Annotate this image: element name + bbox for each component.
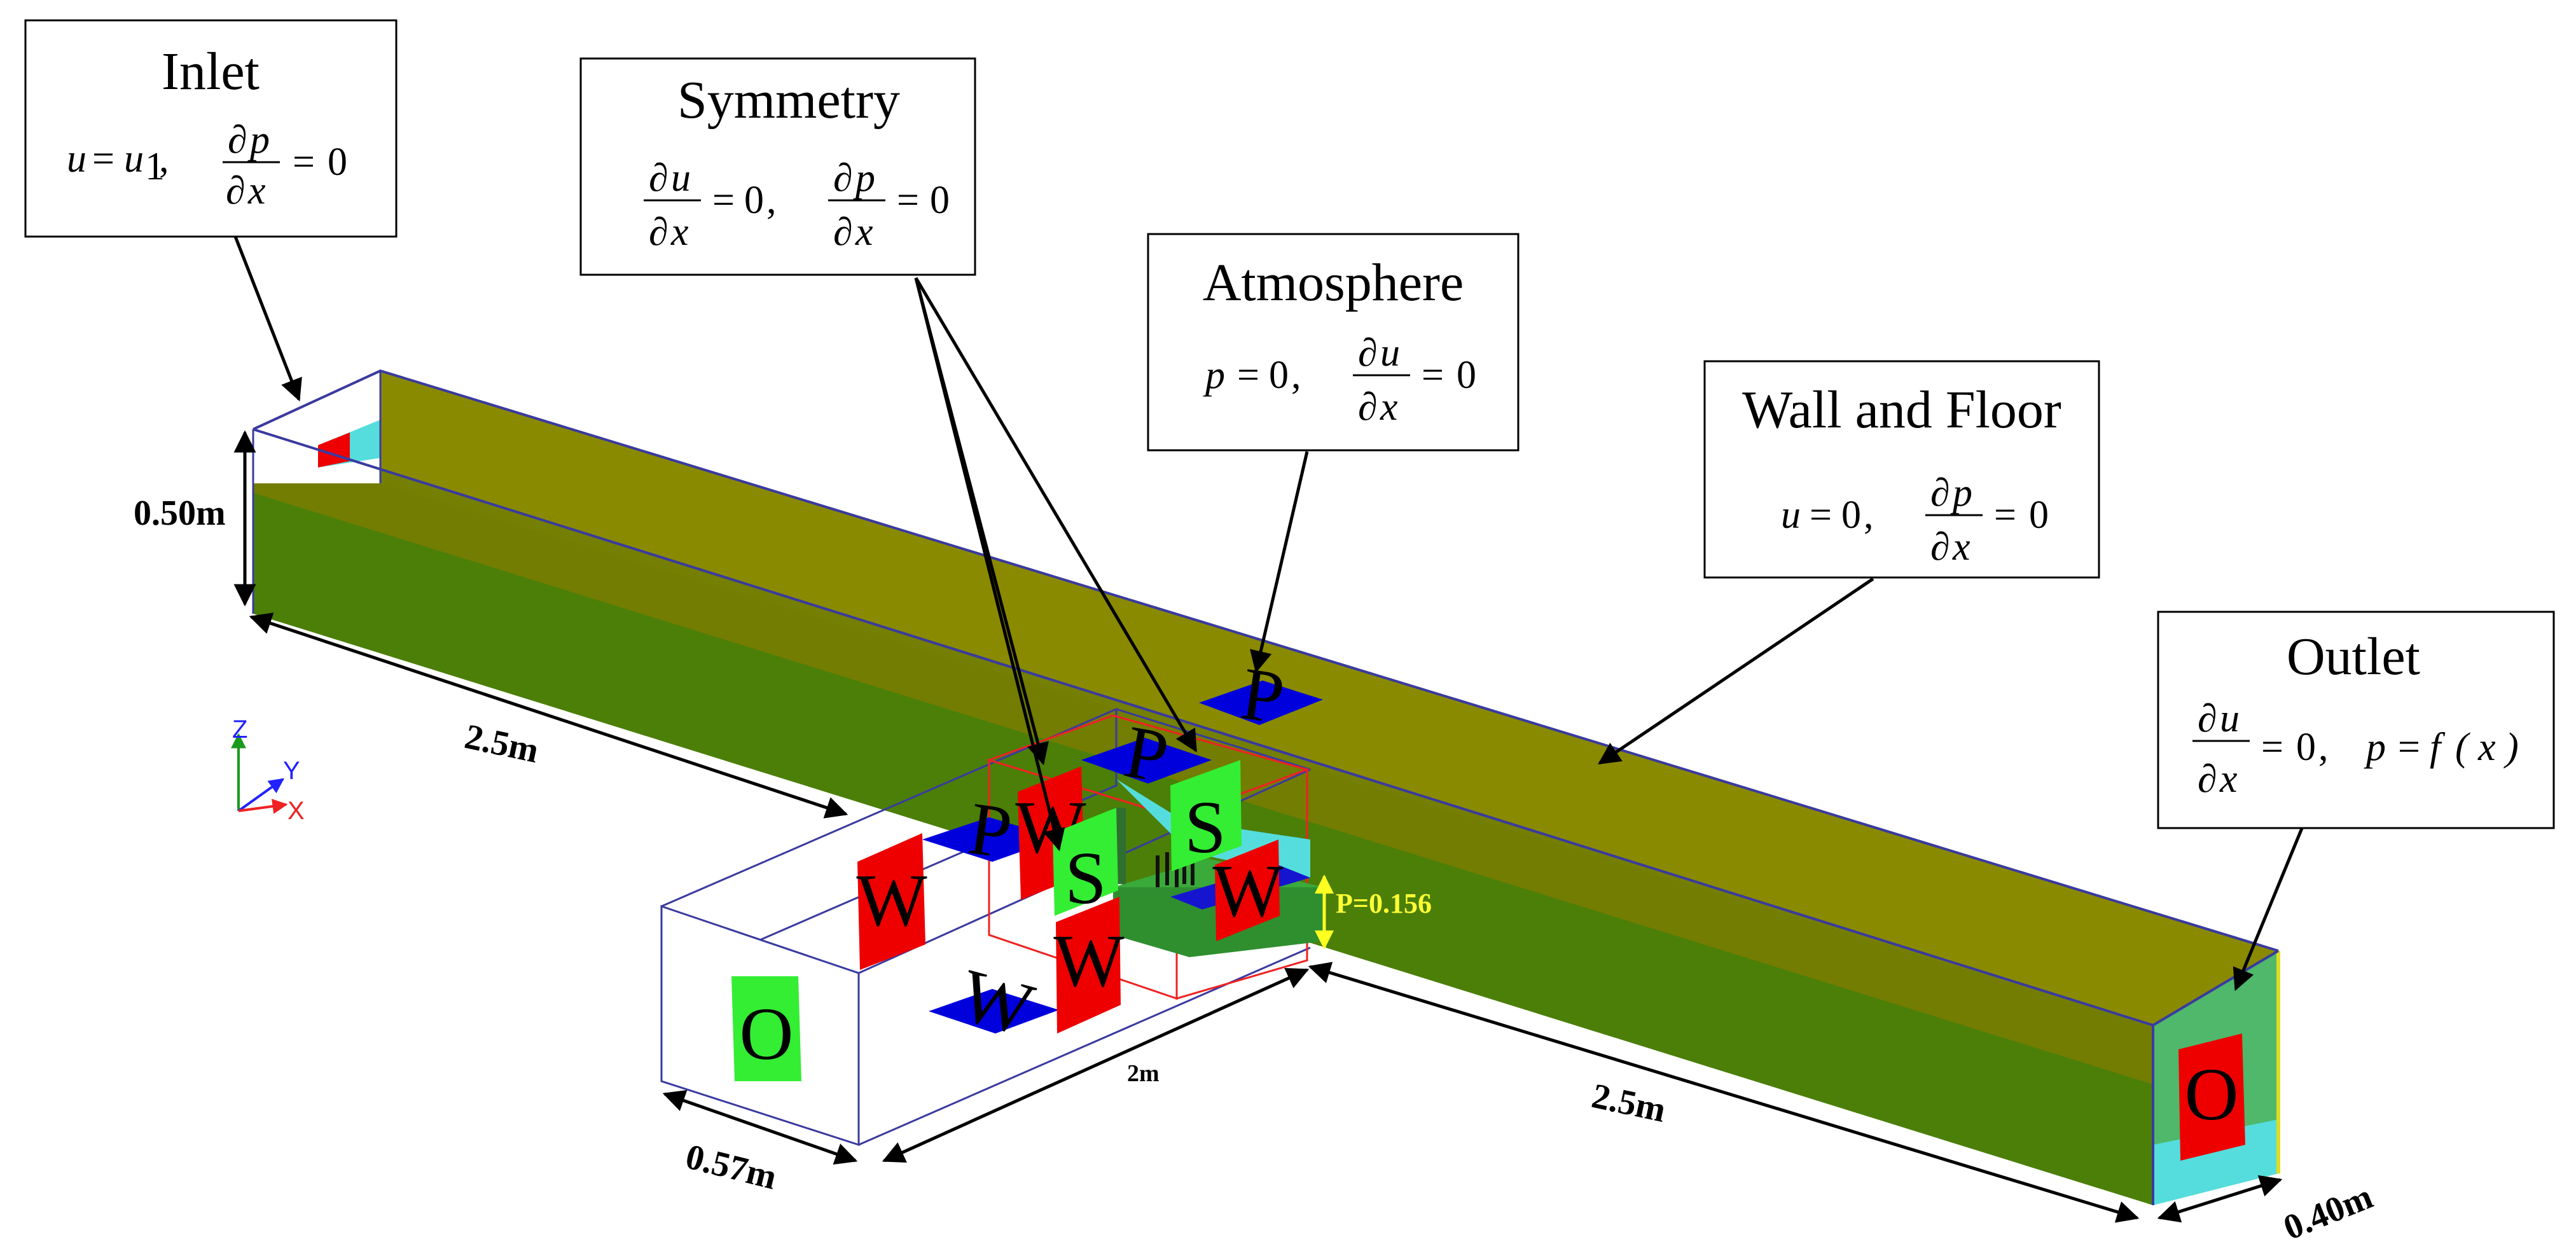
svg-text:∂: ∂: [2198, 697, 2217, 740]
svg-text:=: =: [712, 179, 735, 222]
svg-text:S: S: [1184, 785, 1226, 869]
svg-text:W: W: [1053, 919, 1125, 1002]
svg-text:0: 0: [2296, 726, 2316, 769]
svg-text:∂: ∂: [1358, 331, 1378, 375]
svg-text:x: x: [247, 169, 266, 212]
svg-text:W: W: [952, 953, 1042, 1052]
svg-text:u: u: [67, 137, 87, 181]
callout-outlet: Outlet ∂ u ∂ x = 0 , p = f ( x ): [2157, 611, 2555, 829]
wall-floor-title: Wall and Floor: [1742, 380, 2061, 439]
svg-text:S: S: [1065, 836, 1107, 920]
svg-text:O: O: [2184, 1053, 2238, 1136]
svg-text:=: =: [92, 137, 114, 181]
dim-height: 0.50m: [134, 494, 226, 533]
svg-text:x: x: [1380, 385, 1398, 429]
dim-branch-width: 0.57m: [682, 1137, 780, 1197]
svg-text:∂: ∂: [1930, 471, 1950, 515]
outlet-title: Outlet: [2287, 627, 2420, 686]
callout-pointers: [233, 236, 2304, 992]
inlet-title: Inlet: [162, 42, 260, 101]
svg-text:O: O: [739, 992, 793, 1075]
svg-text:0: 0: [744, 179, 764, 222]
axis-x-label: X: [287, 797, 305, 825]
symmetry-title: Symmetry: [677, 71, 900, 130]
callout-inlet: Inlet u = u 1 , ∂ p ∂ x = 0: [24, 19, 398, 238]
svg-text:P=0.156: P=0.156: [1336, 888, 1432, 919]
channel-side-band: [253, 429, 2153, 1084]
dim-upstream: 2.5m: [461, 717, 542, 771]
svg-text:0: 0: [1457, 354, 1476, 397]
atmosphere-title: Atmosphere: [1203, 253, 1464, 312]
svg-text:∂: ∂: [649, 211, 668, 254]
callout-wall-floor: Wall and Floor u = 0 , ∂ p ∂ x = 0: [1703, 360, 2100, 579]
dim-channel-width: 0.40m: [2278, 1177, 2378, 1248]
svg-text:0: 0: [1841, 494, 1861, 537]
svg-text:,: ,: [766, 179, 777, 222]
svg-text:=: =: [1810, 494, 1832, 537]
svg-text:x: x: [855, 211, 873, 254]
svg-text:u: u: [2220, 697, 2240, 740]
svg-text:u: u: [124, 137, 144, 181]
svg-text:0: 0: [930, 179, 950, 222]
marker-s-left: S: [1053, 808, 1118, 920]
axis-z-label: Z: [232, 715, 247, 743]
svg-text:∂: ∂: [1930, 525, 1950, 569]
svg-text:( x ): ( x ): [2455, 726, 2519, 769]
svg-text:∂: ∂: [833, 211, 853, 254]
svg-text:=: =: [1422, 354, 1444, 397]
svg-text:∂: ∂: [2198, 757, 2217, 801]
svg-text:x: x: [670, 211, 689, 254]
dimension-lines: [233, 430, 2283, 1223]
svg-text:p: p: [1950, 471, 1972, 515]
svg-text:∂: ∂: [226, 169, 246, 212]
marker-w-branch-side: W: [856, 833, 927, 970]
marker-s-right: S: [1170, 760, 1242, 871]
svg-text:∂: ∂: [1358, 385, 1378, 429]
svg-text:u: u: [671, 156, 691, 200]
marker-o-main: O: [2178, 1033, 2245, 1161]
svg-text:p: p: [2364, 726, 2386, 769]
svg-text:,: ,: [2318, 726, 2329, 769]
svg-text:W: W: [1212, 849, 1284, 932]
dim-downstream: 2.5m: [1588, 1076, 1669, 1130]
inlet-red-patch: [318, 432, 350, 467]
svg-text:p: p: [1203, 354, 1225, 397]
svg-text:∂: ∂: [228, 118, 247, 162]
callout-atmosphere: Atmosphere p = 0 , ∂ u ∂ x = 0: [1147, 233, 1520, 452]
svg-text:1: 1: [145, 145, 165, 188]
marker-w-junction-right: W: [1212, 840, 1284, 941]
svg-text:∂: ∂: [649, 156, 668, 200]
svg-text:=: =: [293, 141, 315, 184]
svg-text:0: 0: [2029, 494, 2049, 537]
axes-triad: Z Y X: [231, 715, 305, 825]
svg-text:=: =: [1237, 354, 1259, 397]
svg-text:=: =: [1994, 494, 2016, 537]
svg-text:,: ,: [159, 137, 169, 181]
svg-text:x: x: [1952, 525, 1970, 569]
inlet-face: [253, 371, 380, 483]
svg-text:p: p: [853, 156, 875, 200]
callout-symmetry: Symmetry ∂ u ∂ x = 0 , ∂ p ∂ x = 0: [579, 57, 976, 276]
svg-text:,: ,: [1864, 494, 1874, 537]
svg-text:0: 0: [328, 141, 347, 184]
svg-text:u: u: [1380, 331, 1400, 375]
svg-text:p: p: [247, 118, 270, 162]
marker-o-branch: O: [731, 976, 801, 1081]
dim-branch-length: 2m: [1127, 1060, 1160, 1087]
svg-text:x: x: [2219, 757, 2238, 801]
axis-y-label: Y: [283, 757, 300, 785]
svg-text:W: W: [856, 859, 927, 942]
svg-text:,: ,: [1291, 354, 1301, 397]
svg-text:∂: ∂: [833, 156, 853, 200]
svg-text:=: =: [2261, 726, 2283, 769]
marker-w-floor: W: [929, 953, 1059, 1052]
svg-text:=: =: [2398, 726, 2420, 769]
svg-text:0: 0: [1269, 354, 1289, 397]
step-height-indicator: P=0.156: [1315, 874, 1432, 950]
svg-text:u: u: [1781, 494, 1801, 537]
svg-text:=: =: [897, 179, 919, 222]
